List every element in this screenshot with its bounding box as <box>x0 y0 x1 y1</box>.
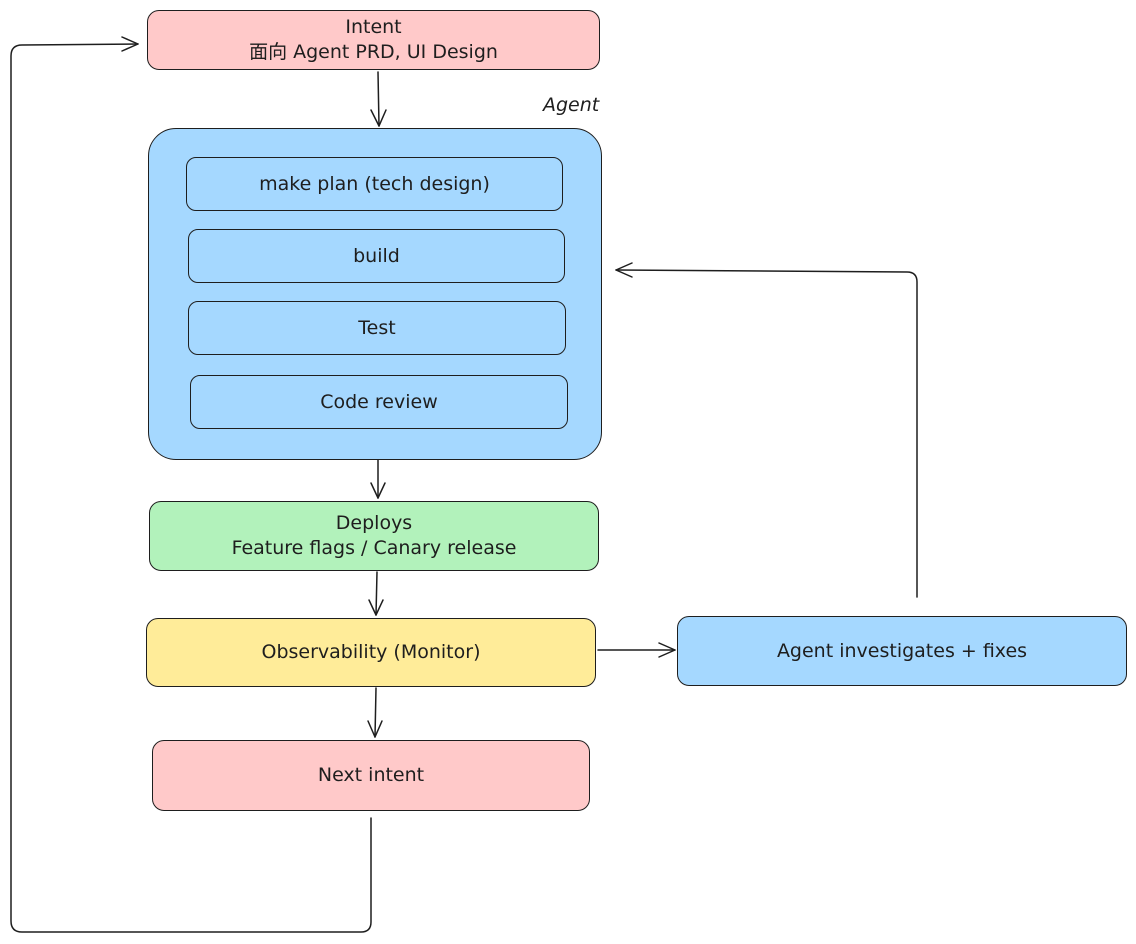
intent-title: Intent <box>345 16 402 38</box>
arrowhead-observability-to-next-intent <box>367 720 383 738</box>
arrowhead-agent-to-deploys <box>370 482 386 499</box>
next-intent-node: Next intent <box>152 740 590 811</box>
arrow-intent-to-agent <box>377 71 380 127</box>
arrow-next-intent-to-intent <box>10 43 372 933</box>
deploys-subtitle: Feature flags / Canary release <box>231 537 517 559</box>
intent-node: Intent 面向 Agent PRD, UI Design <box>147 10 600 70</box>
next-intent-label: Next intent <box>317 764 425 786</box>
arrowhead-deploys-to-observability <box>368 599 384 616</box>
agent-group-label: Agent <box>543 94 600 116</box>
arrow-investigate-to-agent <box>615 269 918 598</box>
agent-step-label: Test <box>358 317 396 339</box>
agent-step-code-review: Code review <box>190 375 568 429</box>
investigate-node: Agent investigates + fixes <box>677 616 1127 686</box>
arrowhead-observability-to-investigate <box>658 642 676 658</box>
arrow-deploys-to-observability <box>375 571 378 616</box>
arrowhead-next-intent-to-intent <box>121 36 139 52</box>
deploys-node: Deploys Feature flags / Canary release <box>149 501 599 571</box>
arrowhead-intent-to-agent <box>370 109 387 127</box>
arrow-observability-to-next-intent <box>374 687 377 738</box>
agent-step-label: Code review <box>320 391 438 413</box>
observability-label: Observability (Monitor) <box>261 641 481 663</box>
agent-step-label: build <box>353 245 400 267</box>
intent-subtitle: 面向 Agent PRD, UI Design <box>249 41 498 63</box>
agent-step-test: Test <box>188 301 566 355</box>
arrowhead-investigate-to-agent <box>615 262 633 278</box>
deploys-title: Deploys <box>335 512 413 534</box>
agent-step-build: build <box>188 229 565 283</box>
observability-node: Observability (Monitor) <box>146 618 596 687</box>
investigate-label: Agent investigates + fixes <box>776 639 1028 662</box>
agent-step-label: make plan (tech design) <box>259 173 490 195</box>
agent-step-make-plan: make plan (tech design) <box>186 157 563 211</box>
